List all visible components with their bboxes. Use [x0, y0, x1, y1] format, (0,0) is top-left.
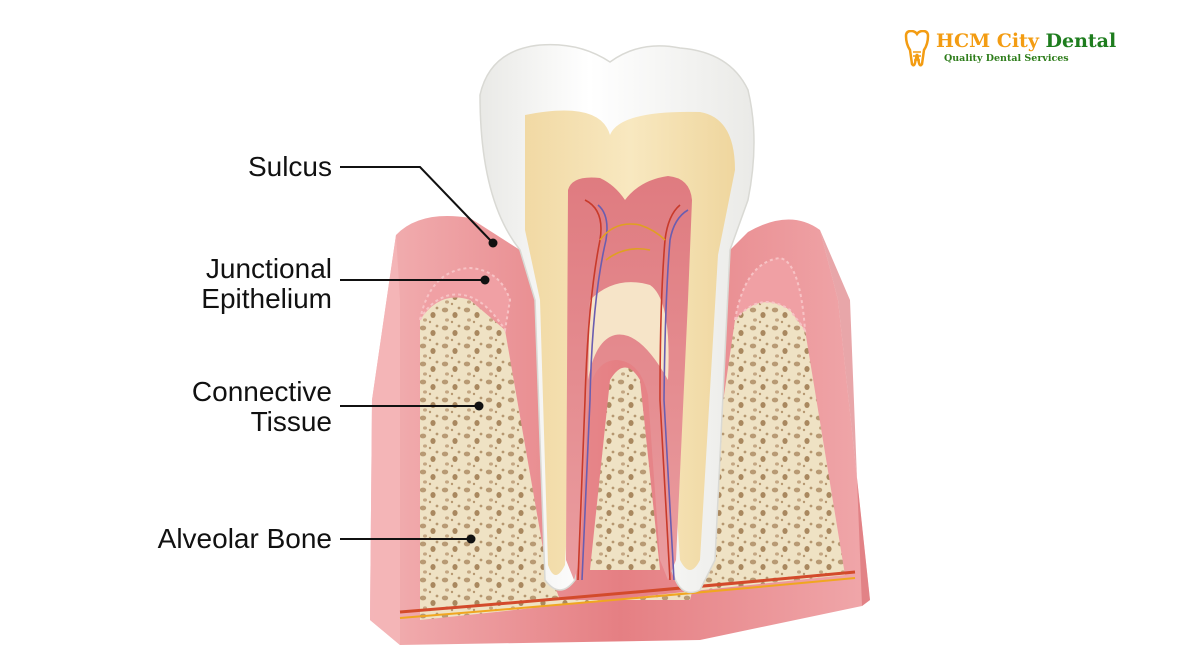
brand-logo: HCM City Dental Quality Dental Services [902, 30, 1116, 70]
label-alveolar-bone: Alveolar Bone [157, 523, 332, 554]
sulcus-leader [340, 166, 493, 243]
blood-vessel-artery [399, 570, 856, 614]
leader-lines [340, 166, 493, 540]
connective-dot [474, 401, 484, 411]
alveolar-dot [466, 534, 476, 544]
label-junctional-epithelium: Junctional Epithelium [201, 254, 332, 314]
label-connective-tissue: Connective Tissue [192, 377, 332, 437]
alveolar-bone [420, 297, 845, 620]
pulp-vessels [577, 199, 689, 581]
interradicular-bone [590, 367, 660, 570]
logo-title: HCM City Dental [936, 30, 1116, 52]
logo-name-part2: Dental [1045, 30, 1117, 52]
label-junctional-line1: Junctional [205, 253, 332, 284]
label-sulcus: Sulcus [247, 151, 332, 182]
gingiva-side-face [370, 235, 400, 645]
logo-name-part1: HCM City [936, 30, 1039, 52]
tooth-logo-icon [904, 30, 930, 67]
logo-tagline: Quality Dental Services [944, 53, 1069, 64]
junctional-dot [480, 275, 490, 285]
label-junctional-line2: Epithelium [201, 283, 332, 314]
label-connective-line1: Connective [191, 376, 332, 407]
sulcus-dot [488, 238, 498, 248]
junctional-epithelium-right [733, 256, 807, 334]
leader-dots [466, 238, 498, 544]
gingiva-right-face [820, 230, 870, 606]
pulp [566, 176, 692, 580]
label-connective-line2: Tissue [250, 406, 332, 437]
blood-vessel-nerve [399, 577, 856, 619]
pulp-inner-band [588, 282, 669, 380]
